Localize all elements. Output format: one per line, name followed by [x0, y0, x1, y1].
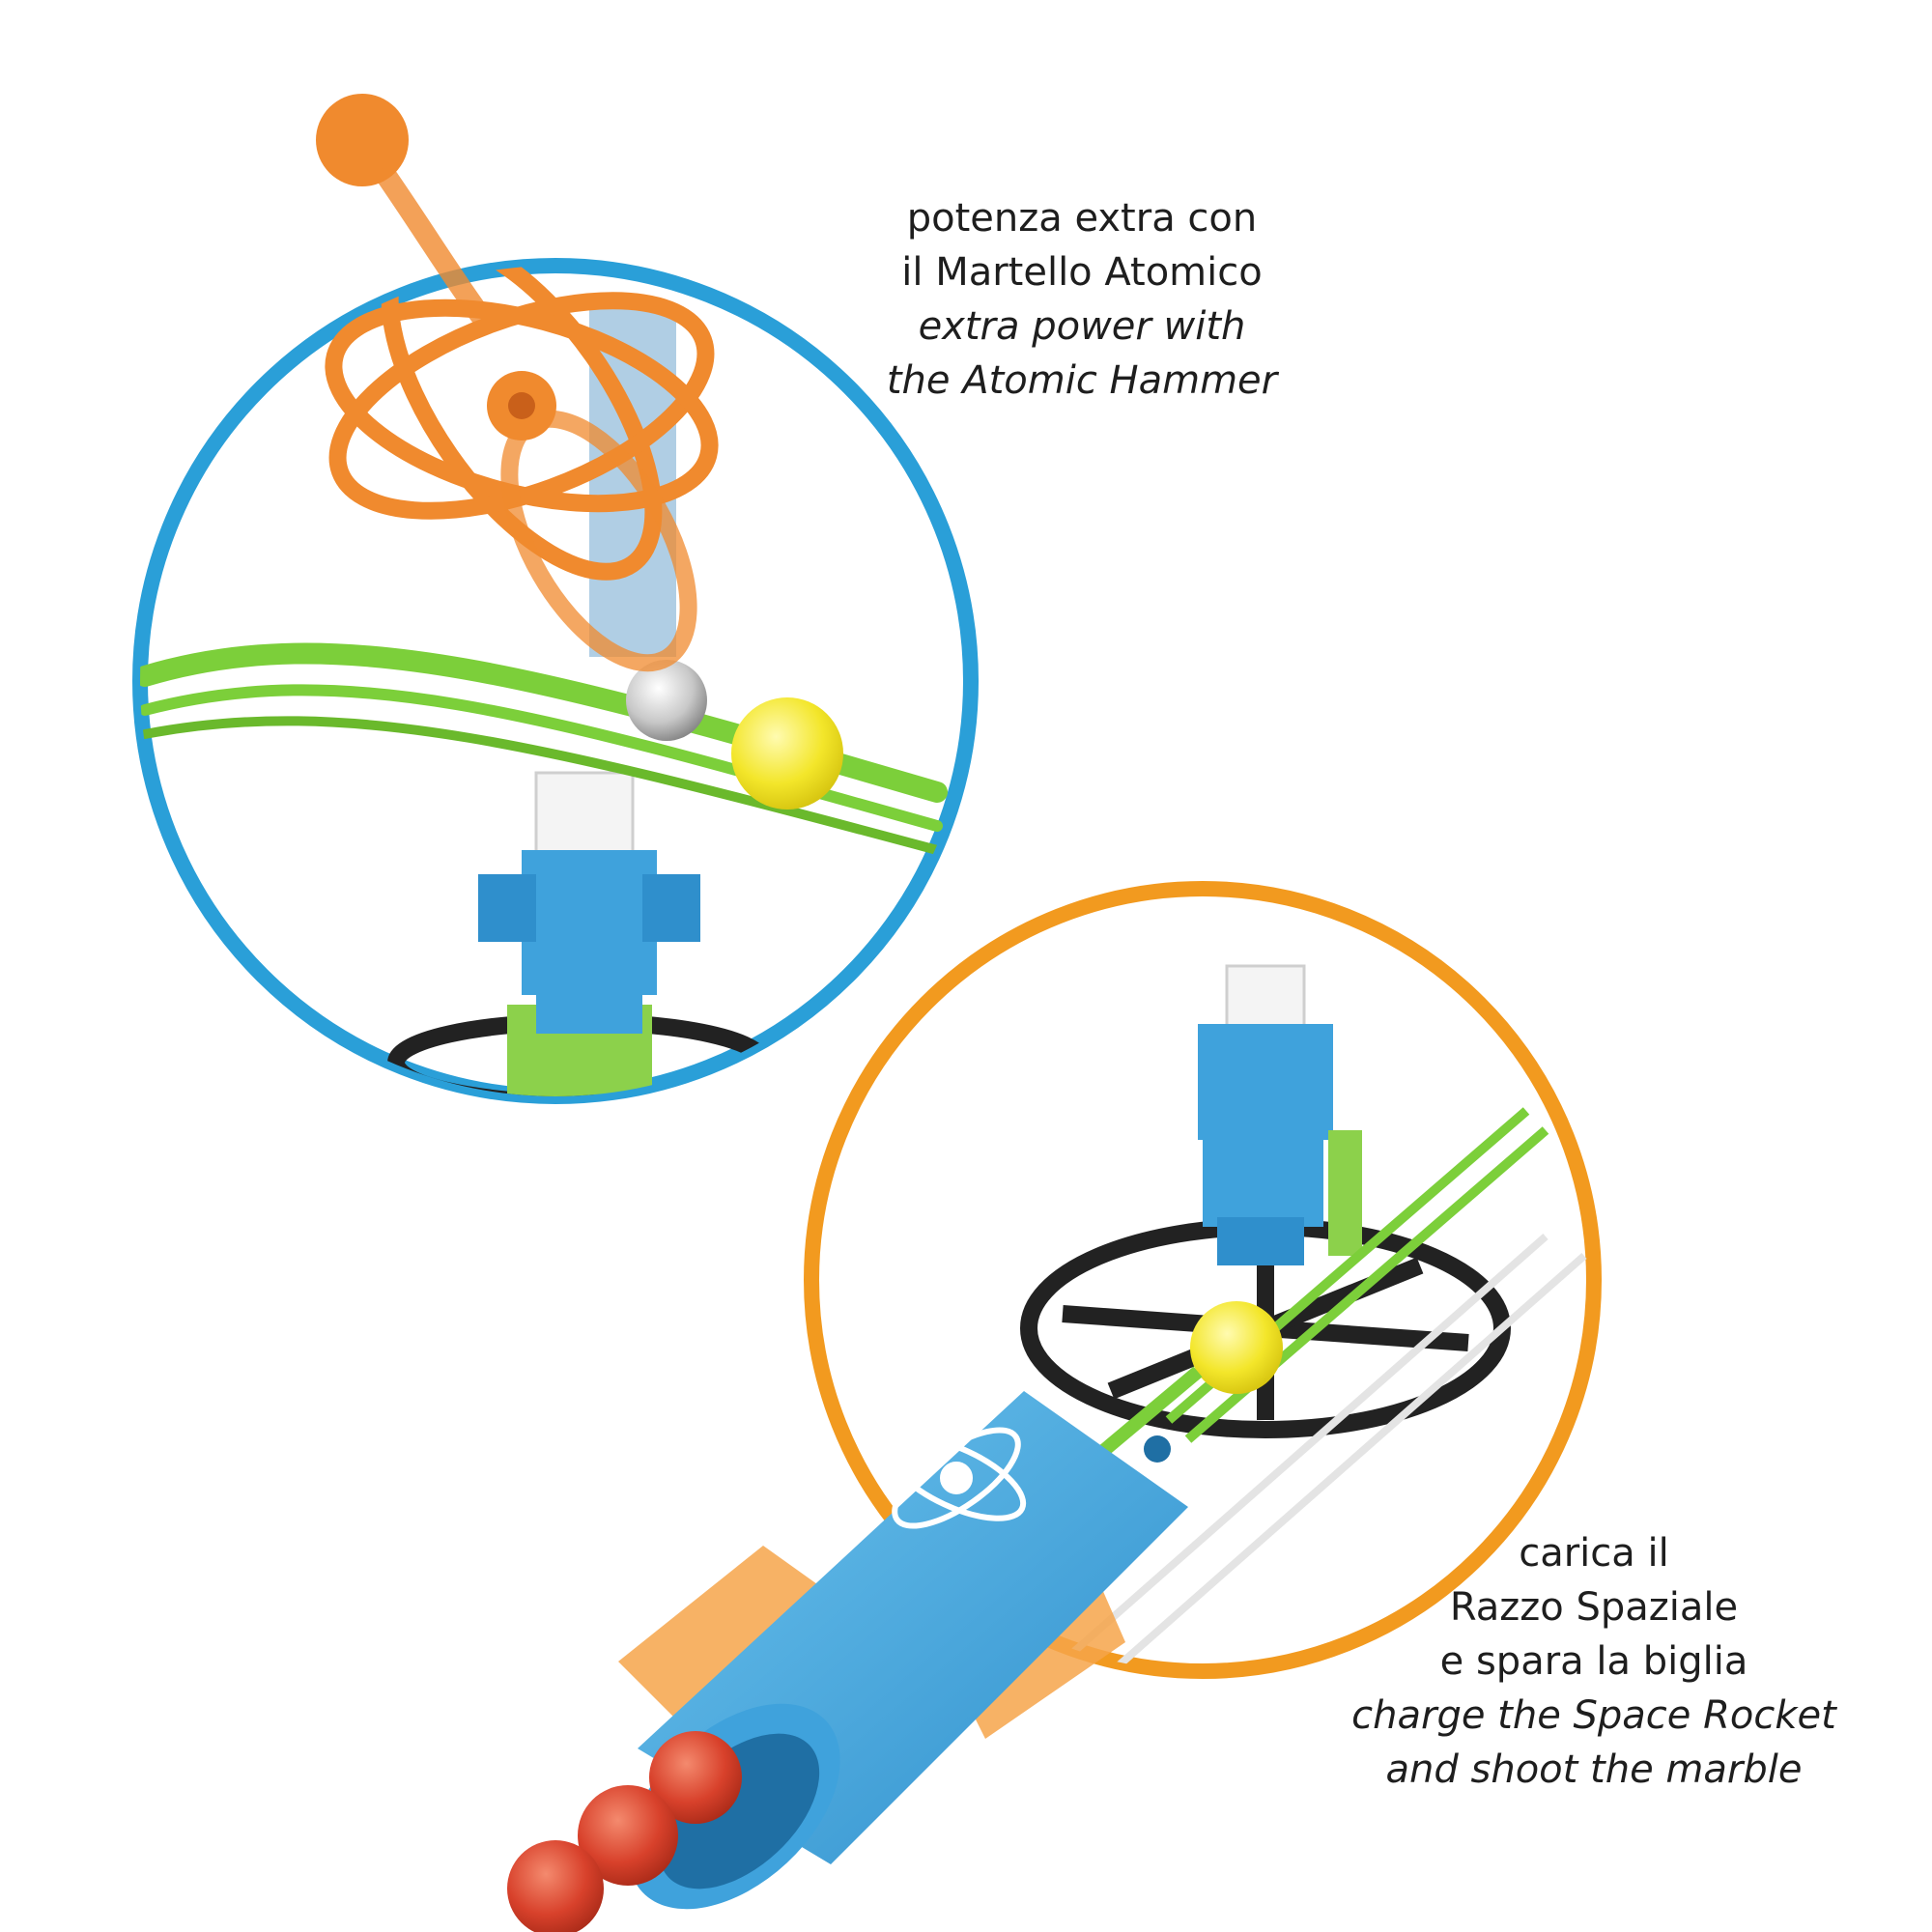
- red-marble-2: [578, 1785, 678, 1886]
- caption-hammer-it-2: il Martello Atomico: [901, 250, 1263, 295]
- caption-rocket-it-2: Razzo Spaziale: [1449, 1585, 1739, 1630]
- caption-hammer-it-1: potenza extra con: [906, 196, 1258, 241]
- yellow-marble: [731, 697, 843, 810]
- caption-hammer-en-1: extra power with: [918, 304, 1246, 349]
- rocket-fin-left: [618, 1546, 831, 1719]
- atom-logo-icon: [886, 1427, 1027, 1529]
- steel-ball: [626, 660, 707, 741]
- green-bracket: [1328, 1130, 1362, 1256]
- atomic-hammer-scene: [132, 94, 979, 1104]
- red-marble-1: [649, 1731, 742, 1824]
- hammer-hub-center: [508, 392, 535, 419]
- blue-connector-2: [1198, 1024, 1333, 1265]
- hammer-top-knob: [316, 94, 409, 186]
- caption-rocket-en-1: charge the Space Rocket: [1351, 1693, 1836, 1738]
- space-rocket-caption: carica il Razzo Spaziale e spara la bigl…: [1343, 1526, 1845, 1797]
- caption-rocket-it-3: e spara la biglia: [1439, 1639, 1748, 1684]
- atomic-hammer-caption: potenza extra con il Martello Atomico ex…: [850, 191, 1314, 408]
- caption-rocket-it-1: carica il: [1519, 1531, 1669, 1576]
- caption-rocket-en-2: and shoot the marble: [1385, 1747, 1803, 1792]
- blue-connector: [478, 850, 700, 1034]
- space-rocket-scene: [507, 881, 1602, 1932]
- hammer-arm: [372, 162, 492, 326]
- red-marble-3: [507, 1840, 604, 1932]
- track-shadow: [1060, 1233, 1587, 1671]
- yellow-marble-2: [1190, 1301, 1283, 1394]
- caption-hammer-en-2: the Atomic Hammer: [886, 358, 1278, 403]
